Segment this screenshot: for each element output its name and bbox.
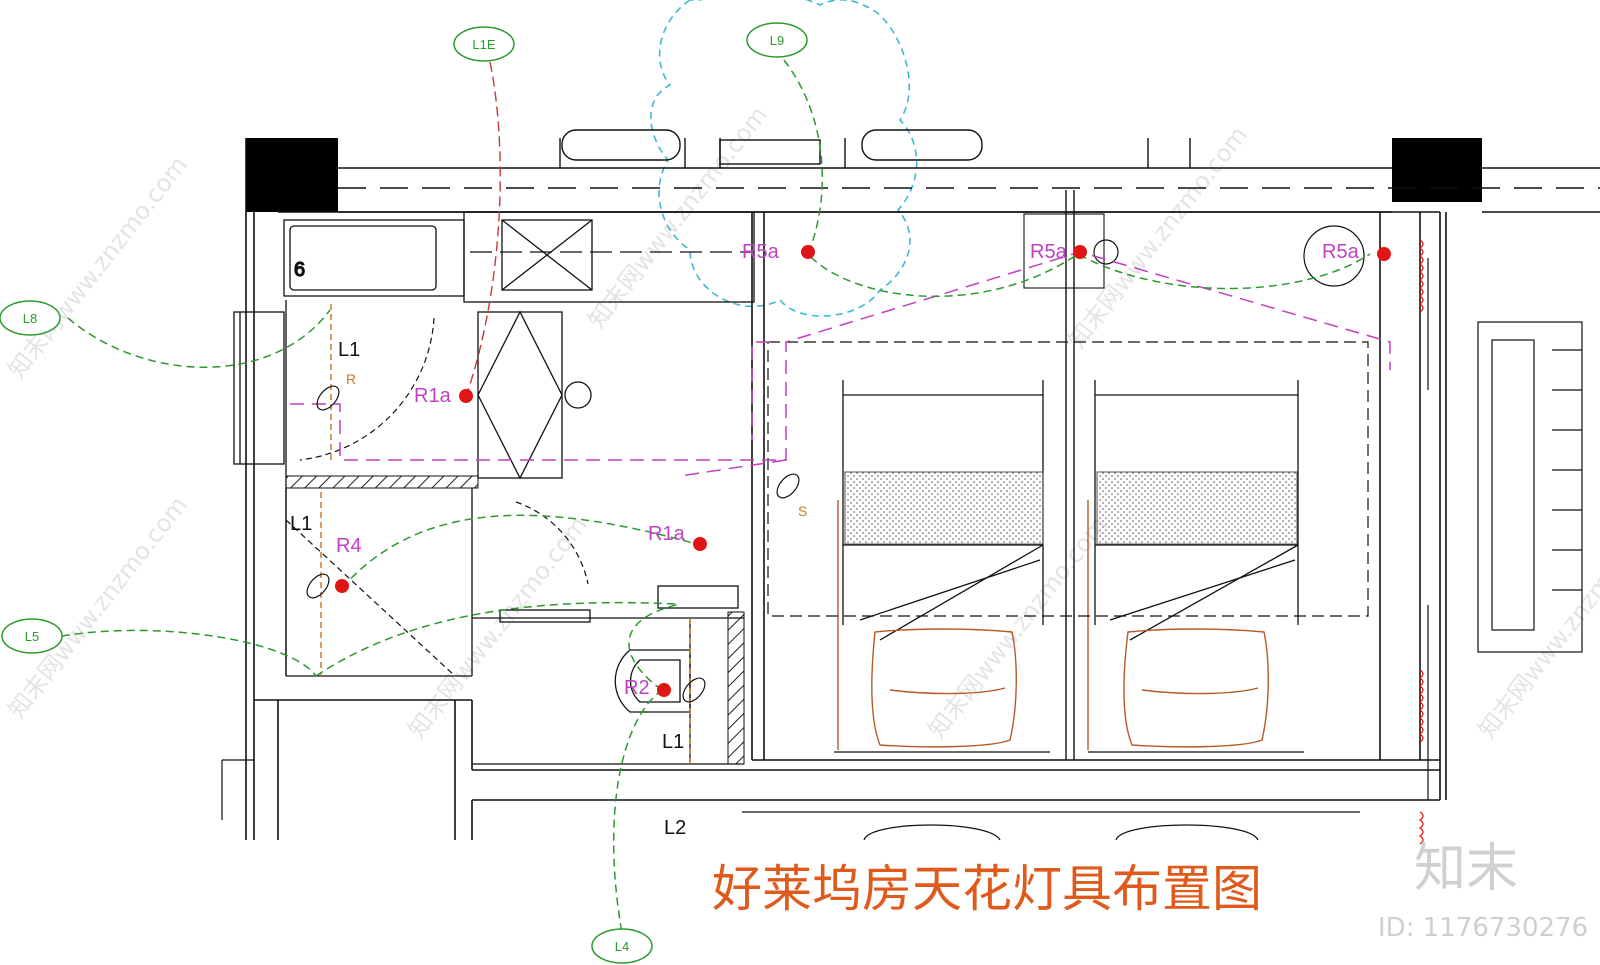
armchairs [837, 500, 1269, 750]
diagonal-watermarks: 知末网www.znzmo.com 知末网www.znzmo.com 知末网www… [3, 101, 1600, 744]
drawing-title: 好莱坞房天花灯具布置图 [712, 860, 1262, 918]
downlight-r1a-1 [459, 389, 473, 403]
callout-l5-label: L5 [25, 629, 39, 644]
column-left [246, 138, 338, 212]
label-r1a-2: R1a [648, 523, 686, 545]
label-r4: R4 [336, 535, 362, 557]
door-swings [285, 317, 589, 677]
callout-leaders [61, 59, 1371, 945]
bath-number: 6 [294, 259, 305, 281]
column-right [1392, 138, 1482, 202]
ceiling-coffer-outline [767, 341, 1369, 617]
downlight-r4 [335, 579, 349, 593]
watermark-diagonal: 知末网www.znzmo.com [3, 491, 193, 724]
callout-l4-label: L4 [615, 939, 629, 954]
bedside-lamp-outline [1303, 225, 1365, 287]
corridor-walls [338, 129, 1600, 760]
wall-hatch-horizontal [285, 475, 479, 489]
downlight-r5a-3 [1377, 247, 1391, 261]
watermark-diagonal: 知末网www.znzmo.com [3, 151, 193, 384]
watermark-id: ID: 1176730276 [1378, 913, 1588, 943]
callout-l1e-label: L1E [472, 37, 495, 52]
tree-outline [650, 0, 918, 317]
pillow-band-right [1096, 471, 1298, 545]
ceiling-hatch-box [1023, 213, 1105, 289]
mark-s: S [798, 503, 807, 519]
callout-l5: L5 [1, 618, 63, 654]
switch-label-l1-bottom: L1 [662, 731, 684, 753]
shower-tray [477, 310, 592, 480]
label-r2: R2 [624, 677, 650, 699]
watermark-diagonal: 知末网www.znzmo.com [923, 511, 1113, 744]
switch-symbols [306, 385, 800, 703]
speaker-outline [1093, 239, 1119, 265]
callout-l8: L8 [0, 300, 61, 336]
callout-l4: L4 [591, 928, 653, 964]
wall-hatch-vertical [727, 611, 745, 765]
bathroom-inner-walls [233, 300, 744, 765]
switch-label-l2-bottom: L2 [664, 817, 686, 839]
exhaust-fan [463, 211, 755, 303]
label-r5a-1: R5a [742, 241, 780, 263]
callout-l9: L9 [746, 22, 808, 58]
switch-label-l1-top: L1 [338, 339, 360, 361]
downlight-r5a-1 [801, 245, 815, 259]
label-r1a-1: R1a [414, 385, 452, 407]
mark-r: R [346, 371, 356, 387]
label-r5a-2: R5a [1030, 241, 1068, 263]
lower-room-strip [221, 759, 1360, 841]
callout-l1e: L1E [453, 26, 515, 62]
downlight-r5a-2 [1073, 245, 1087, 259]
balcony-railing [1427, 258, 1583, 800]
switch-label-l1-left: L1 [290, 513, 312, 535]
watermark-brand: 知末 [1414, 839, 1518, 899]
conduit-orange [320, 304, 691, 764]
curtain-coils [1418, 239, 1424, 845]
bathtub: 6 [283, 219, 465, 297]
callout-l9-label: L9 [770, 33, 784, 48]
downlight-r2 [657, 683, 671, 697]
pillow-band-left [844, 471, 1044, 545]
lighting-circuit-magenta [290, 251, 1391, 477]
callout-leader-l1e [465, 61, 501, 397]
downlight-r1a-2 [693, 537, 707, 551]
toilet [614, 649, 691, 713]
light-fixtures [335, 245, 1391, 697]
bed-frames [834, 380, 1304, 753]
room-walls [245, 138, 1447, 840]
watermark-diagonal: 知末网www.znzmo.com [403, 511, 593, 744]
callout-l8-label: L8 [23, 311, 37, 326]
label-r5a-3: R5a [1322, 241, 1360, 263]
watermark-diagonal: 知末网www.znzmo.com [1063, 121, 1253, 354]
